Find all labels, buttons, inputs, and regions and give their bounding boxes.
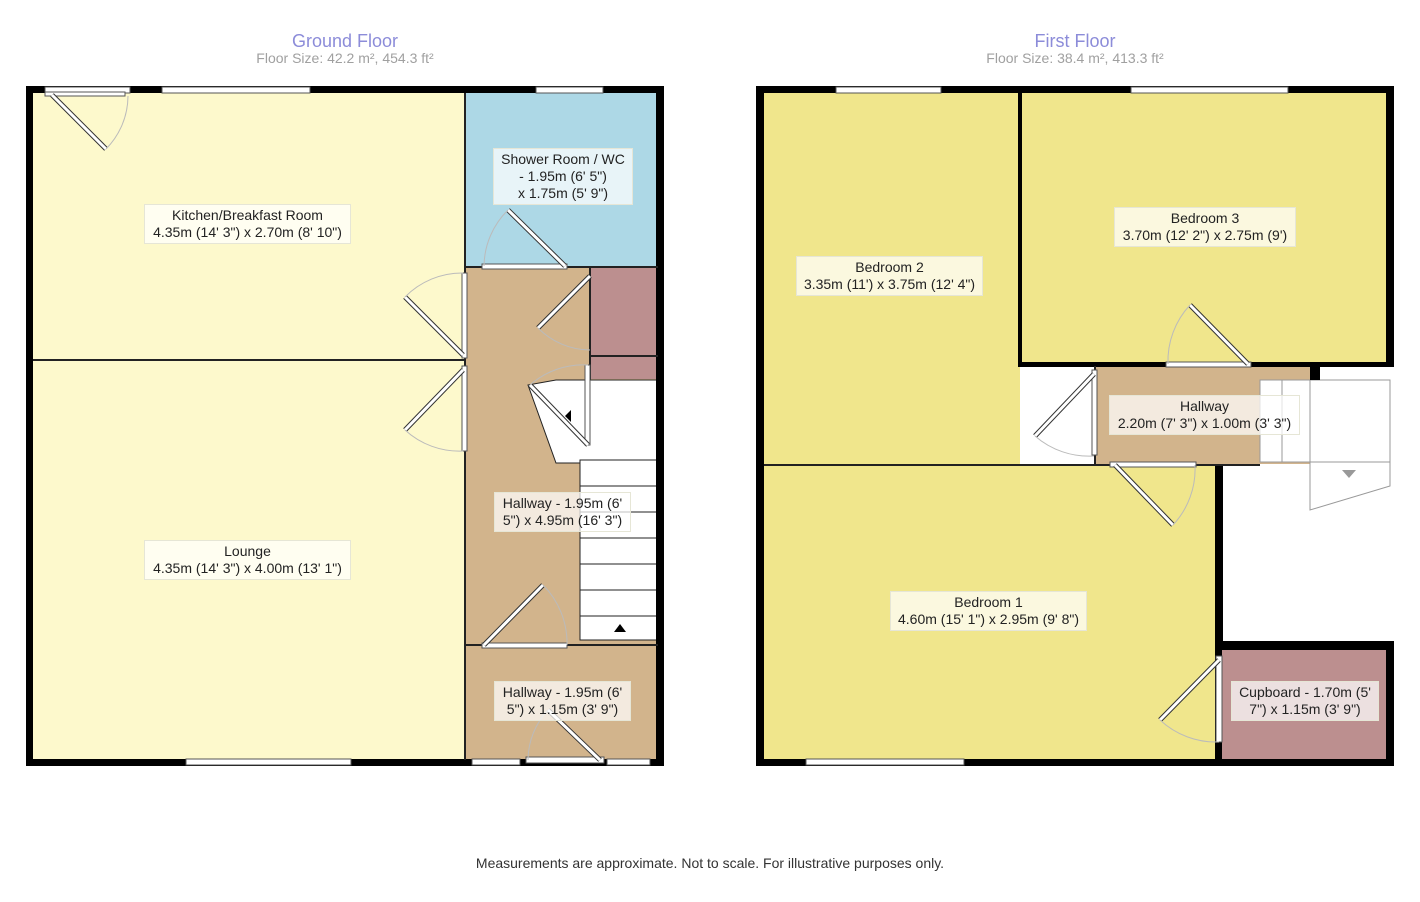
room-label-lower-hallway: Hallway - 1.95m (6'5") x 1.15m (3' 9") — [494, 681, 631, 721]
first-floor-size: Floor Size: 38.4 m², 413.3 ft² — [986, 50, 1164, 66]
store-fill-2 — [590, 357, 658, 379]
first-floor-title: First Floor — [1034, 31, 1116, 51]
store-fill — [590, 267, 658, 355]
first-floor-doors — [1033, 303, 1252, 743]
first-stairs-down-arrow — [1342, 470, 1356, 478]
room-label-cupboard: Cupboard - 1.70m (5'7") x 1.15m (3' 9") — [1231, 681, 1379, 721]
ground-doors — [44, 91, 605, 764]
ground-floor-title: Ground Floor — [291, 31, 399, 51]
disclaimer: Measurements are approximate. Not to sca… — [475, 855, 945, 871]
first-floor-windows — [805, 86, 1289, 766]
room-label-shower-room: Shower Room / WC- 1.95m (6' 5")x 1.75m (… — [493, 148, 633, 205]
room-label-hallway: Hallway - 1.95m (6'5") x 4.95m (16' 3") — [494, 492, 631, 532]
ground-floor-size: Floor Size: 42.2 m², 454.3 ft² — [256, 50, 434, 66]
stairs-down-arrow — [565, 410, 571, 422]
stairs-up-arrow — [614, 624, 626, 632]
